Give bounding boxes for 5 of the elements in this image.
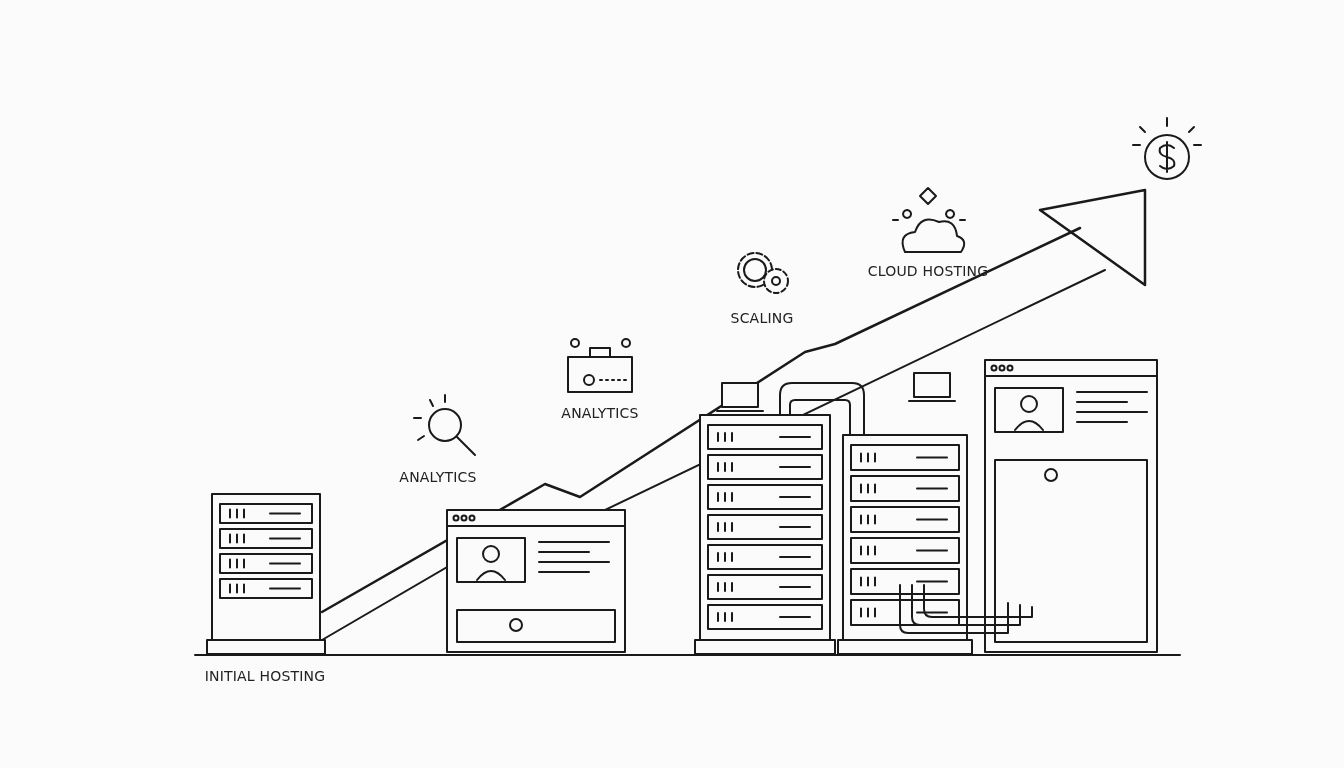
stage-label: SCALING bbox=[730, 310, 794, 326]
stage-label: ANALYTICS bbox=[561, 405, 639, 421]
stage-label: ANALYTICS bbox=[399, 469, 477, 485]
stage-label: INITIAL HOSTING bbox=[204, 668, 326, 684]
stage-label: CLOUD HOSTING bbox=[867, 263, 989, 279]
